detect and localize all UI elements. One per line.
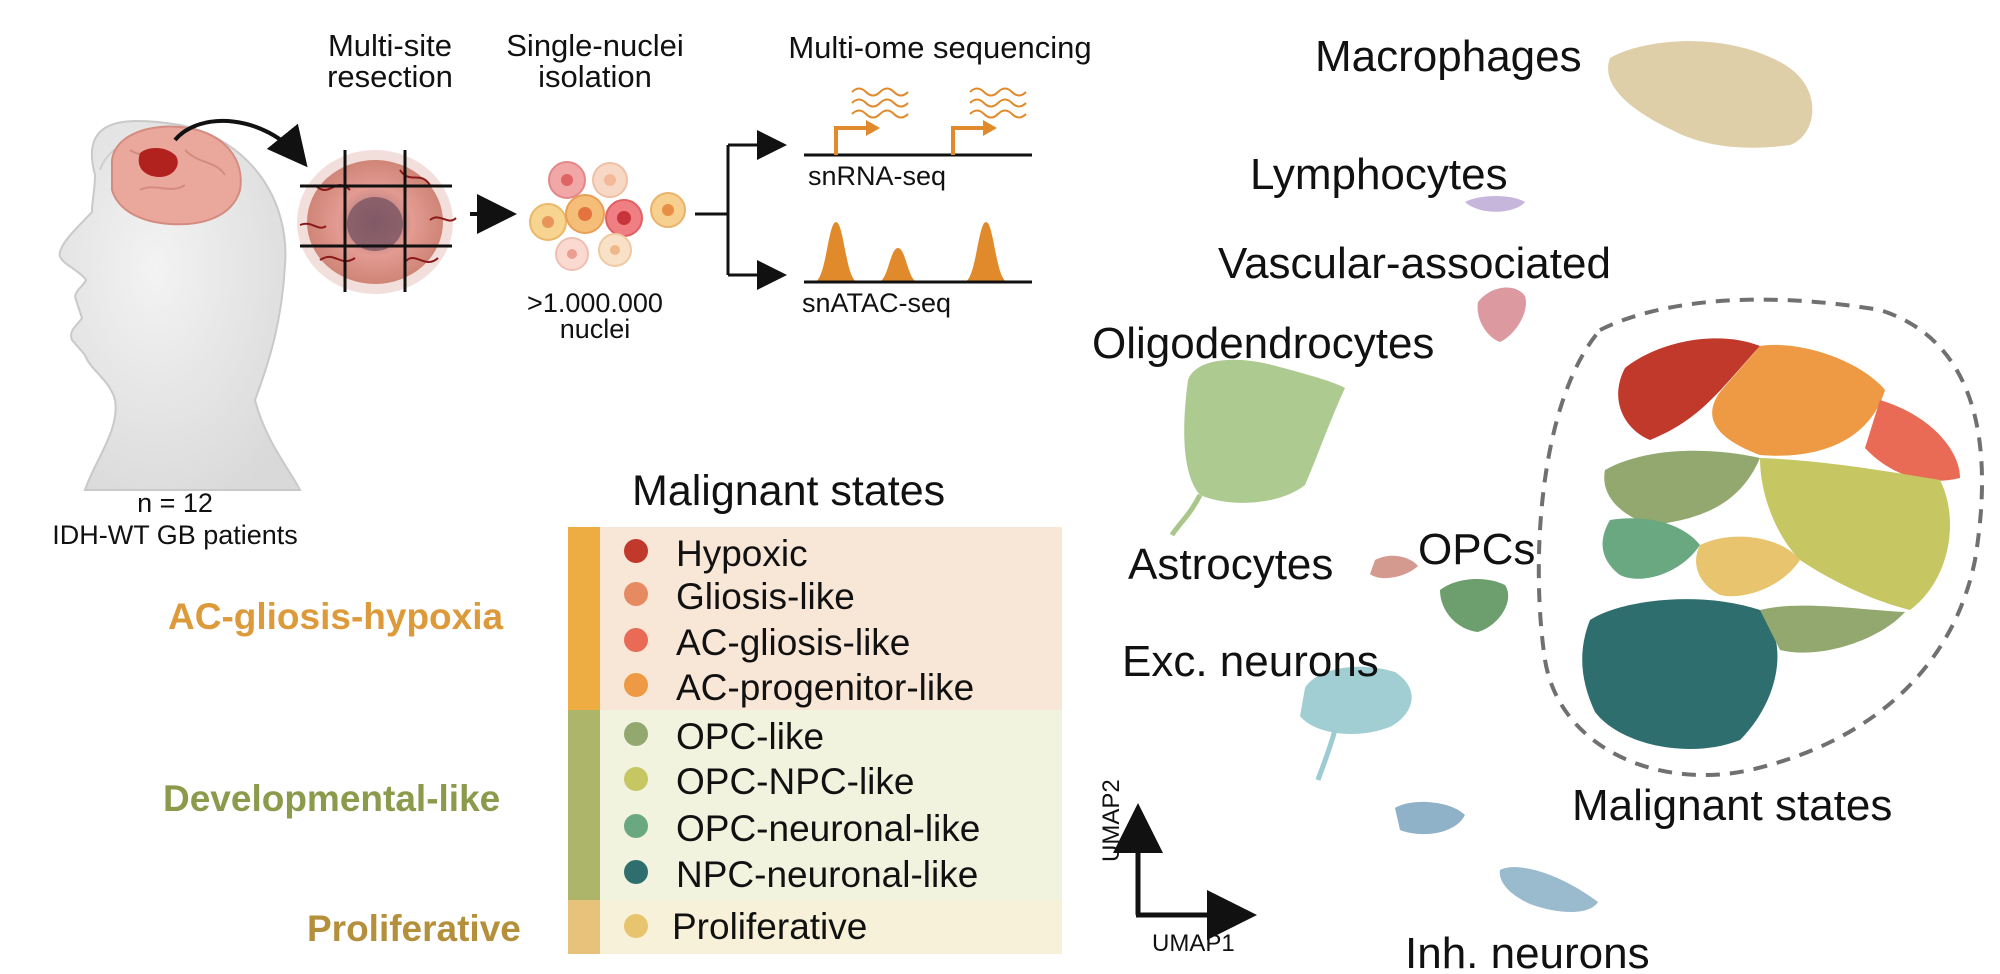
- legend-dot-opc-like: [624, 722, 648, 746]
- group-developmental-like: Developmental-like: [163, 778, 501, 819]
- legend-dot-hypoxic: [624, 539, 648, 563]
- umap-label-lymphocytes: Lymphocytes: [1250, 150, 1508, 199]
- step-isolation-label: Single-nuclei isolation: [506, 28, 684, 94]
- cluster-macrophages: [1608, 41, 1813, 148]
- umap-label-exc-neurons: Exc. neurons: [1122, 637, 1379, 686]
- cluster-inh-neurons: [1395, 801, 1465, 835]
- umap-plot: [1113, 41, 1985, 940]
- umap-label-inh-neurons: Inh. neurons: [1405, 929, 1650, 974]
- nuclei-cluster-icon: [529, 161, 686, 271]
- brain-icon: [111, 125, 242, 226]
- legend-dot-proliferative: [624, 914, 648, 938]
- resection-arrow: [173, 119, 308, 168]
- legend-dot-ac-progenitor-like: [624, 673, 648, 697]
- cluster-oligodendrocytes: [1184, 359, 1345, 503]
- patients-n: n = 12: [137, 488, 213, 518]
- umap-y-axis-label: UMAP2: [1098, 779, 1125, 862]
- legend-label-opc-neuronal-like: OPC-neuronal-like: [676, 808, 981, 849]
- legend-title: Malignant states: [632, 467, 946, 515]
- umap-label-vascular: Vascular-associated: [1218, 239, 1611, 288]
- umap-label-malignant-states: Malignant states: [1572, 781, 1893, 830]
- legend-label-opc-like: OPC-like: [676, 716, 825, 757]
- cluster-exc-neurons: [1300, 666, 1412, 735]
- legend-label-gliosis-like: Gliosis-like: [676, 576, 855, 617]
- legend-label-ac-progenitor-like: AC-progenitor-like: [676, 667, 975, 708]
- legend-dot-opc-npc-like: [624, 767, 648, 791]
- snatac-seq-label: snATAC-seq: [802, 288, 952, 318]
- legend-label-proliferative: Proliferative: [672, 906, 868, 947]
- cluster-opcs: [1440, 578, 1509, 632]
- cluster-lymphocytes: [1465, 196, 1525, 212]
- nuclei-count: >1.000.000: [527, 288, 663, 318]
- snatac-seq-icon: [804, 222, 1032, 284]
- snrna-seq-icon: [804, 87, 1032, 157]
- legend-panel: [568, 527, 1062, 954]
- step-sequencing-label: Multi-ome sequencing: [788, 30, 1092, 65]
- malignant-boundary: [1536, 297, 1985, 778]
- legend-label-hypoxic: Hypoxic: [676, 533, 808, 574]
- snrna-seq-label: snRNA-seq: [808, 161, 947, 191]
- umap-label-macrophages: Macrophages: [1315, 32, 1582, 81]
- group-ac-gliosis-hypoxia: AC-gliosis-hypoxia: [168, 596, 504, 637]
- umap-label-oligodendrocytes: Oligodendrocytes: [1092, 319, 1435, 368]
- legend-label-opc-npc-like: OPC-NPC-like: [676, 761, 915, 802]
- tissue-grid-icon: [297, 150, 457, 294]
- nuclei-word: nuclei: [559, 314, 631, 344]
- legend-label-npc-neuronal-like: NPC-neuronal-like: [676, 854, 979, 895]
- cluster-astrocytes: [1370, 555, 1418, 579]
- legend-dot-npc-neuronal-like: [624, 860, 648, 884]
- step-resection-label: Multi-site resection: [327, 28, 453, 94]
- patients-desc: IDH-WT GB patients: [52, 520, 298, 550]
- legend-dot-opc-neuronal-like: [624, 814, 648, 838]
- umap-label-astrocytes: Astrocytes: [1128, 540, 1334, 589]
- multiome-split-arrows: [695, 130, 787, 290]
- umap-x-axis-label: UMAP1: [1152, 930, 1235, 957]
- group-proliferative: Proliferative: [307, 908, 521, 949]
- umap-label-opcs: OPCs: [1418, 525, 1536, 574]
- legend-label-ac-gliosis-like: AC-gliosis-like: [676, 622, 911, 663]
- legend-dot-gliosis-like: [624, 582, 648, 606]
- legend-dot-ac-gliosis-like: [624, 628, 648, 652]
- cluster-vascular: [1477, 287, 1526, 342]
